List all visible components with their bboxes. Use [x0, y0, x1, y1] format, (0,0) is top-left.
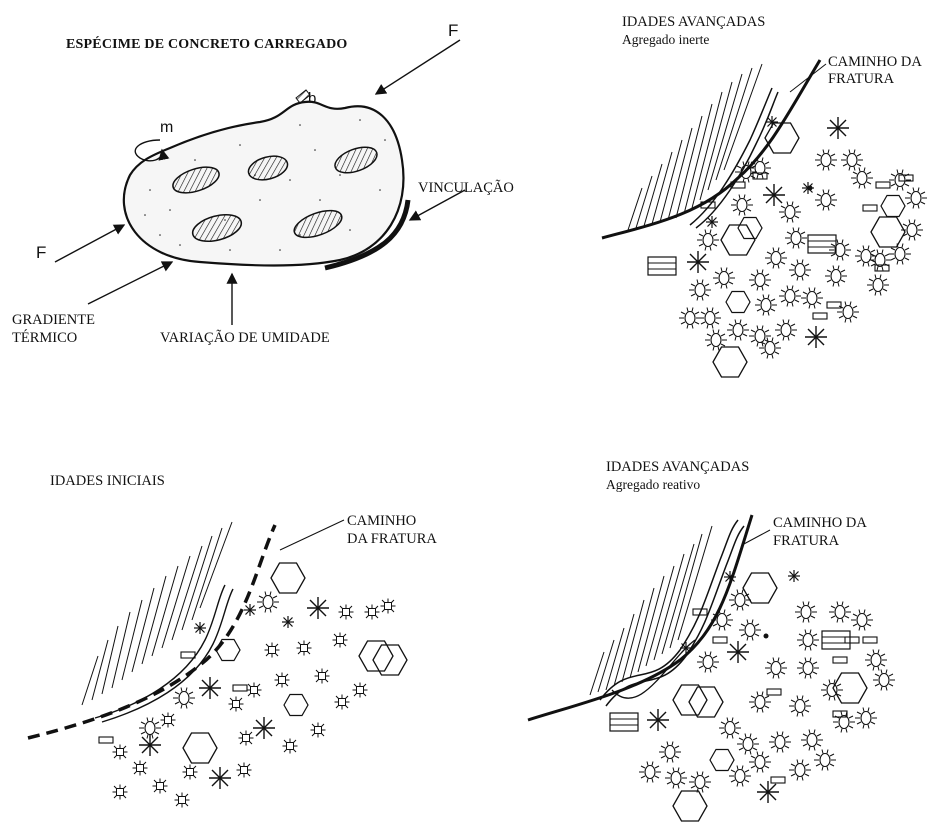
reactive-crack-path — [528, 515, 752, 720]
reactive-particles — [610, 570, 895, 821]
early-leader-line — [280, 520, 344, 550]
panel-inert-aggregate — [602, 60, 927, 377]
inert-particles — [648, 116, 927, 377]
panel-early-ages — [28, 520, 407, 808]
hatched-aggregate-region — [590, 526, 712, 695]
hatched-aggregate-region — [628, 64, 762, 230]
thermal-arrow — [88, 262, 172, 304]
force-arrow-top — [376, 40, 460, 94]
panel-reactive-aggregate — [528, 515, 895, 821]
restraint-arrow — [410, 190, 465, 220]
inert-leader-line — [790, 64, 826, 92]
concrete-specimen — [124, 90, 408, 268]
early-crack-path — [28, 525, 275, 738]
early-particles — [99, 563, 407, 808]
force-arrow-bottom — [55, 225, 124, 262]
